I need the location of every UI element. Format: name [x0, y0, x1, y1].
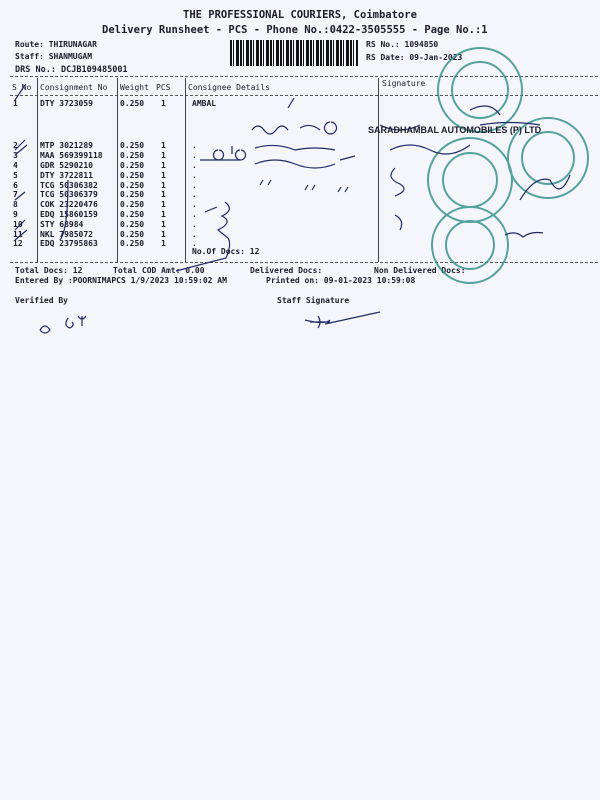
row-consignee: . — [192, 141, 197, 150]
row-weight: 0.250 — [120, 151, 145, 160]
row-weight: 0.250 — [120, 171, 145, 180]
row-sno: 7 — [13, 190, 18, 199]
row-pcs: 1 — [161, 171, 166, 180]
row-weight: 0.250 — [120, 210, 145, 219]
row-pcs: 1 — [161, 141, 166, 150]
divider — [10, 76, 598, 77]
company-stamp-icon — [427, 47, 589, 284]
row-sno: 11 — [13, 230, 23, 239]
row-weight: 0.250 — [120, 99, 145, 108]
non-delivered-docs: Non Delivered Docs: — [374, 266, 466, 275]
total-cod: Total COD Amt: 0.00 — [113, 266, 205, 275]
total-docs: Total Docs: 12 — [15, 266, 83, 275]
entered-by: Entered By :POORNIMAPCS 1/9/2023 10:59:0… — [15, 276, 227, 285]
row-consignment: DTY 3723059 — [40, 99, 93, 108]
row-sno: 10 — [13, 220, 23, 229]
divider — [10, 262, 598, 263]
row-consignment: GDR 5290210 — [40, 161, 93, 170]
row-consignee: . — [192, 239, 197, 248]
col-sno: S No — [12, 83, 32, 92]
drs-number: DRS No.: DCJB109485001 — [15, 65, 128, 75]
row-consignment: MAA 569399118 — [40, 151, 103, 160]
row-pcs: 1 — [161, 151, 166, 160]
handwritten-notes — [14, 84, 571, 334]
row-consignment: MTP 3021289 — [40, 141, 93, 150]
row-consignee: AMBAL — [192, 99, 217, 108]
row-consignee: . — [192, 210, 197, 219]
rs-number: RS No.: 1094850 — [366, 40, 439, 49]
row-pcs: 1 — [161, 181, 166, 190]
row-consignee: . — [192, 171, 197, 180]
row-pcs: 1 — [161, 200, 166, 209]
col-line — [37, 78, 38, 262]
row-weight: 0.250 — [120, 220, 145, 229]
row-sno: 12 — [13, 239, 23, 248]
row-weight: 0.250 — [120, 230, 145, 239]
row-weight: 0.250 — [120, 181, 145, 190]
col-weight: Weight — [120, 83, 149, 92]
staff-signature-label: Staff Signature — [277, 296, 350, 305]
verified-by: Verified By — [15, 296, 68, 305]
row-consignment: TCG 50306379 — [40, 190, 98, 199]
printed-on: Printed on: 09-01-2023 10:59:08 — [266, 276, 416, 285]
runsheet-subtitle: Delivery Runsheet - PCS - Phone No.:0422… — [102, 24, 488, 36]
row-pcs: 1 — [161, 230, 166, 239]
rs-date: RS Date: 09-Jan-2023 — [366, 53, 463, 62]
row-pcs: 1 — [161, 210, 166, 219]
row-sno: 4 — [13, 161, 18, 170]
row-weight: 0.250 — [120, 141, 145, 150]
row-consignment: TCG 50306382 — [40, 181, 98, 190]
row-consignee: . — [192, 161, 197, 170]
barcode — [230, 40, 358, 66]
row-pcs: 1 — [161, 190, 166, 199]
col-consignment: Consignment No — [40, 83, 108, 92]
row-weight: 0.250 — [120, 190, 145, 199]
row-pcs: 1 — [161, 239, 166, 248]
row-consignee: . — [192, 220, 197, 229]
row-pcs: 1 — [161, 220, 166, 229]
row-consignee: . — [192, 181, 197, 190]
row-weight: 0.250 — [120, 200, 145, 209]
company-title: THE PROFESSIONAL COURIERS, Coimbatore — [183, 9, 417, 21]
row-consignee: . — [192, 230, 197, 239]
row-consignment: COK 23220476 — [40, 200, 98, 209]
divider — [10, 95, 598, 96]
row-sno: 8 — [13, 200, 18, 209]
row-consignment: EDQ 15860159 — [40, 210, 98, 219]
row-pcs: 1 — [161, 161, 166, 170]
row-pcs: 1 — [161, 99, 166, 108]
row-consignee: . — [192, 200, 197, 209]
row-sno: 9 — [13, 210, 18, 219]
row-consignment: EDQ 23795863 — [40, 239, 98, 248]
row-sno: 1 — [13, 99, 18, 108]
route: Route: THIRUNAGAR — [15, 40, 97, 49]
stamp-text: SARADHAMBAL AUTOMOBILES (P) LTD — [368, 125, 542, 135]
row-sno: 2 — [13, 141, 18, 150]
delivered-docs: Delivered Docs: — [250, 266, 323, 275]
col-consignee: Consignee Details — [188, 83, 270, 92]
row-sno: 5 — [13, 171, 18, 180]
row-consignment: DTY 3722811 — [40, 171, 93, 180]
row-consignee: . — [192, 151, 197, 160]
col-line — [117, 78, 118, 262]
staff: Staff: SHANMUGAM — [15, 52, 93, 61]
col-line — [185, 78, 186, 262]
row-weight: 0.250 — [120, 239, 145, 248]
row-consignment: NKL 7985072 — [40, 230, 93, 239]
row-sno: 6 — [13, 181, 18, 190]
no-of-docs: No.Of Docs: 12 — [192, 247, 260, 256]
col-pcs: PCS — [156, 83, 171, 92]
row-consignment: STY 68984 — [40, 220, 84, 229]
row-sno: 3 — [13, 151, 18, 160]
row-consignee: . — [192, 190, 197, 199]
col-line — [378, 78, 379, 262]
row-weight: 0.250 — [120, 161, 145, 170]
col-signature: Signature — [382, 79, 426, 88]
